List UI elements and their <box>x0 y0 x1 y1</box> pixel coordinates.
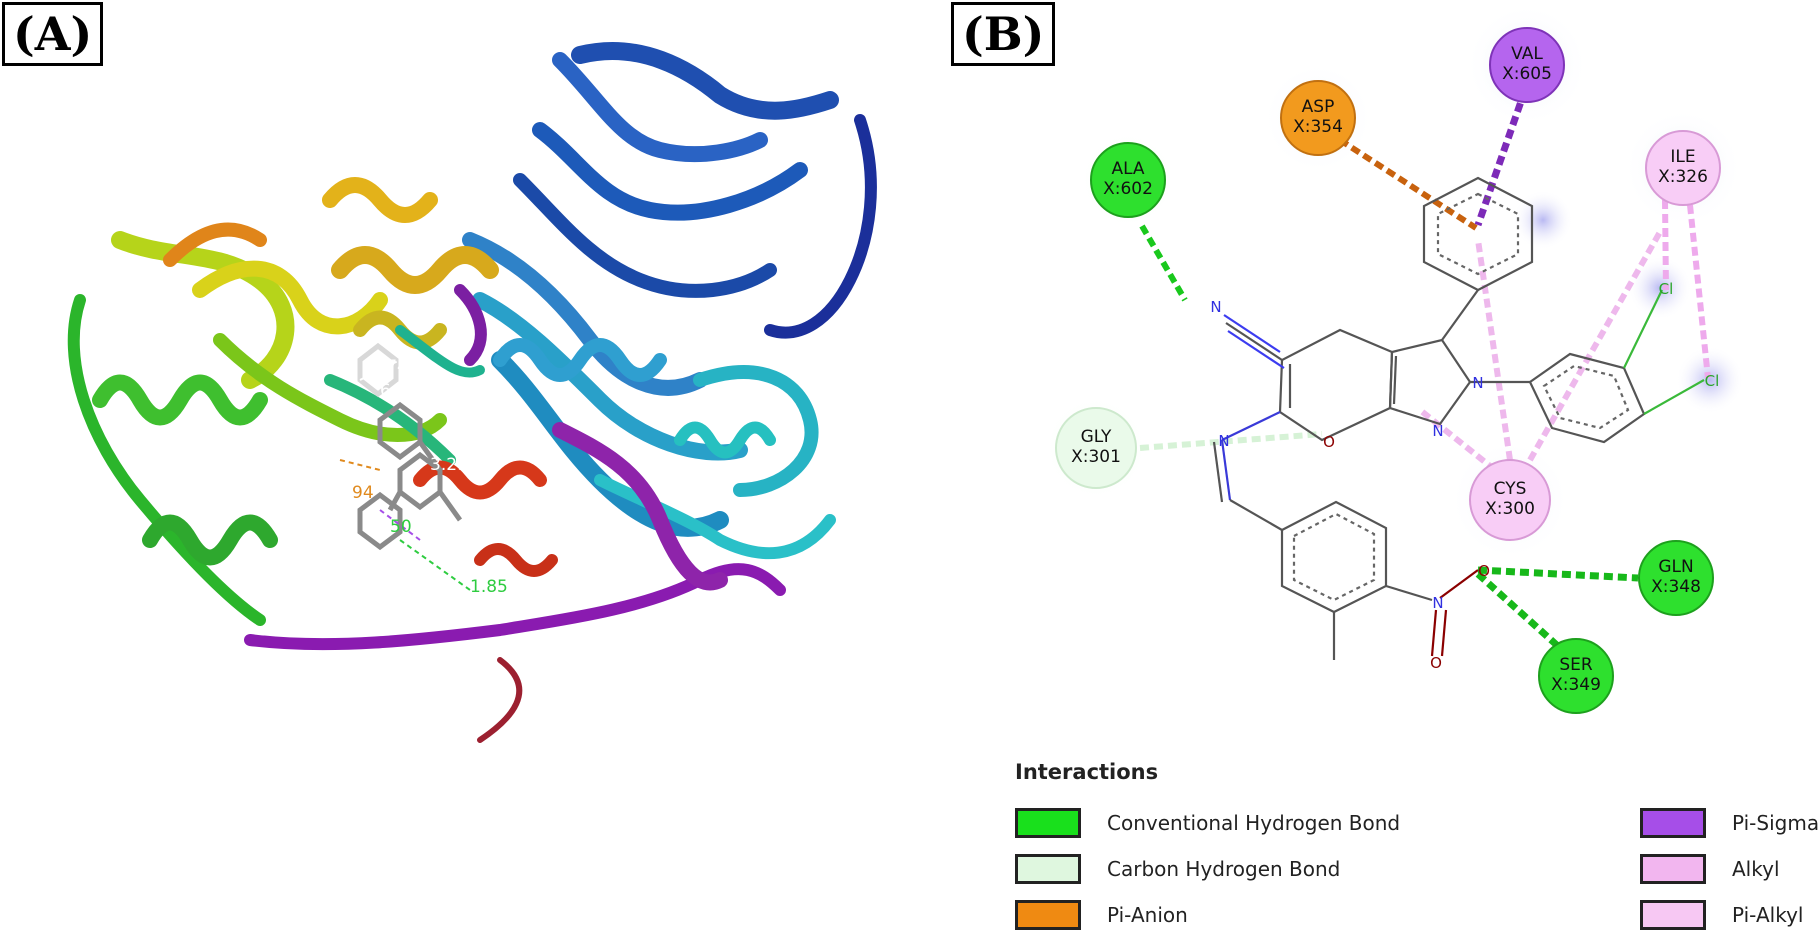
pi-anion-asp354 <box>1338 137 1478 231</box>
residue-chain: X:602 <box>1103 179 1153 199</box>
residue-chain: X:605 <box>1502 64 1552 84</box>
residue-gln348: GLN X:348 <box>1638 540 1714 616</box>
legend-item: Pi-Sigma <box>1640 808 1819 838</box>
distance-label: 1.85 <box>470 577 508 597</box>
residue-name: ILE <box>1670 147 1695 167</box>
residue-halos <box>1044 3 1744 560</box>
alkyl-ile326-cl1 <box>1662 199 1669 291</box>
alkyl-cys300-cl1 <box>1527 230 1663 462</box>
atom-labels: N O N N N Cl Cl N O O <box>1210 280 1719 672</box>
residue-chain: X:326 <box>1658 167 1708 187</box>
residue-name: CYS <box>1494 479 1527 499</box>
residue-cys300: CYS X:300 <box>1469 459 1551 541</box>
residue-ser349: SER X:349 <box>1538 638 1614 714</box>
interactions-legend: Interactions Conventional Hydrogen Bond … <box>1015 760 1819 940</box>
residue-chain: X:301 <box>1071 447 1121 467</box>
legend-item: Alkyl <box>1640 854 1780 884</box>
legend-swatch <box>1640 854 1706 884</box>
legend-item: Carbon Hydrogen Bond <box>1015 854 1340 884</box>
atom-label: O <box>1430 654 1442 672</box>
panel-a-label: (A) <box>2 2 104 66</box>
residue-name: ASP <box>1302 97 1335 117</box>
interaction-bonds <box>1139 88 1711 651</box>
alkyl-cys300-pyrazole <box>1418 407 1497 473</box>
c-terminal-lobe <box>67 177 558 626</box>
hbond-ser349 <box>1475 571 1563 651</box>
residue-chain: X:348 <box>1651 577 1701 597</box>
legend-label: Conventional Hydrogen Bond <box>1107 811 1401 835</box>
pi-sigma-val605 <box>1474 88 1529 227</box>
atom-label: O <box>1478 562 1490 580</box>
protein-ribbon-structure: 4.7428 6.00 3.29 94 50 1.85 <box>67 42 877 743</box>
distance-label: 6.00 <box>380 381 418 401</box>
residue-name: SER <box>1559 655 1593 675</box>
atom-label: O <box>1323 433 1335 451</box>
distance-label: 50 <box>390 517 412 537</box>
legend-item: Conventional Hydrogen Bond <box>1015 808 1400 838</box>
atom-label: N <box>1210 298 1221 316</box>
atom-label: N <box>1472 374 1483 392</box>
hinge-region <box>244 284 786 743</box>
legend-swatch <box>1640 808 1706 838</box>
residue-ala602: ALA X:602 <box>1090 142 1166 218</box>
legend-item: Pi-Alkyl <box>1640 900 1803 930</box>
ligand-skeleton <box>1212 176 1705 660</box>
residue-chain: X:349 <box>1551 675 1601 695</box>
legend-label: Pi-Sigma <box>1732 811 1819 835</box>
residue-name: ALA <box>1111 159 1144 179</box>
residue-chain: X:354 <box>1293 117 1343 137</box>
ch-bond-gly301 <box>1139 431 1323 451</box>
legend-swatch <box>1640 900 1706 930</box>
interaction-lines <box>339 359 471 591</box>
alkyl-ile326-cl2 <box>1687 204 1711 379</box>
residue-asp354: ASP X:354 <box>1280 80 1356 156</box>
hbond-ala602 <box>1139 224 1188 302</box>
atom-label: Cl <box>1659 280 1674 298</box>
residue-ile326: ILE X:326 <box>1645 130 1721 206</box>
atom-label: Cl <box>1705 372 1720 390</box>
legend-item: Pi-Anion <box>1015 900 1188 930</box>
legend-title: Interactions <box>1015 760 1159 784</box>
distance-label: 4.7428 <box>370 357 429 377</box>
legend-label: Alkyl <box>1732 857 1780 881</box>
residue-gly301: GLY X:301 <box>1055 407 1137 489</box>
atom-label: N <box>1432 422 1443 440</box>
residue-name: GLY <box>1081 427 1112 447</box>
distance-label: 3.29 <box>430 455 468 475</box>
distance-label: 94 <box>352 483 374 503</box>
legend-label: Pi-Anion <box>1107 903 1188 927</box>
n-terminal-lobe <box>462 42 877 560</box>
legend-swatch <box>1015 854 1081 884</box>
residue-name: GLN <box>1658 557 1693 577</box>
legend-swatch <box>1015 900 1081 930</box>
residue-chain: X:300 <box>1485 499 1535 519</box>
atom-label: N <box>1432 594 1443 612</box>
panel-b-label: (B) <box>951 2 1056 66</box>
atom-label: N <box>1218 432 1229 450</box>
hbond-gln348 <box>1477 566 1639 582</box>
legend-swatch <box>1015 808 1081 838</box>
alkyl-cys300-phenyl <box>1475 239 1513 461</box>
legend-label: Pi-Alkyl <box>1732 903 1804 927</box>
legend-label: Carbon Hydrogen Bond <box>1107 857 1341 881</box>
residue-name: VAL <box>1511 44 1543 64</box>
residue-val605: VAL X:605 <box>1489 27 1565 103</box>
